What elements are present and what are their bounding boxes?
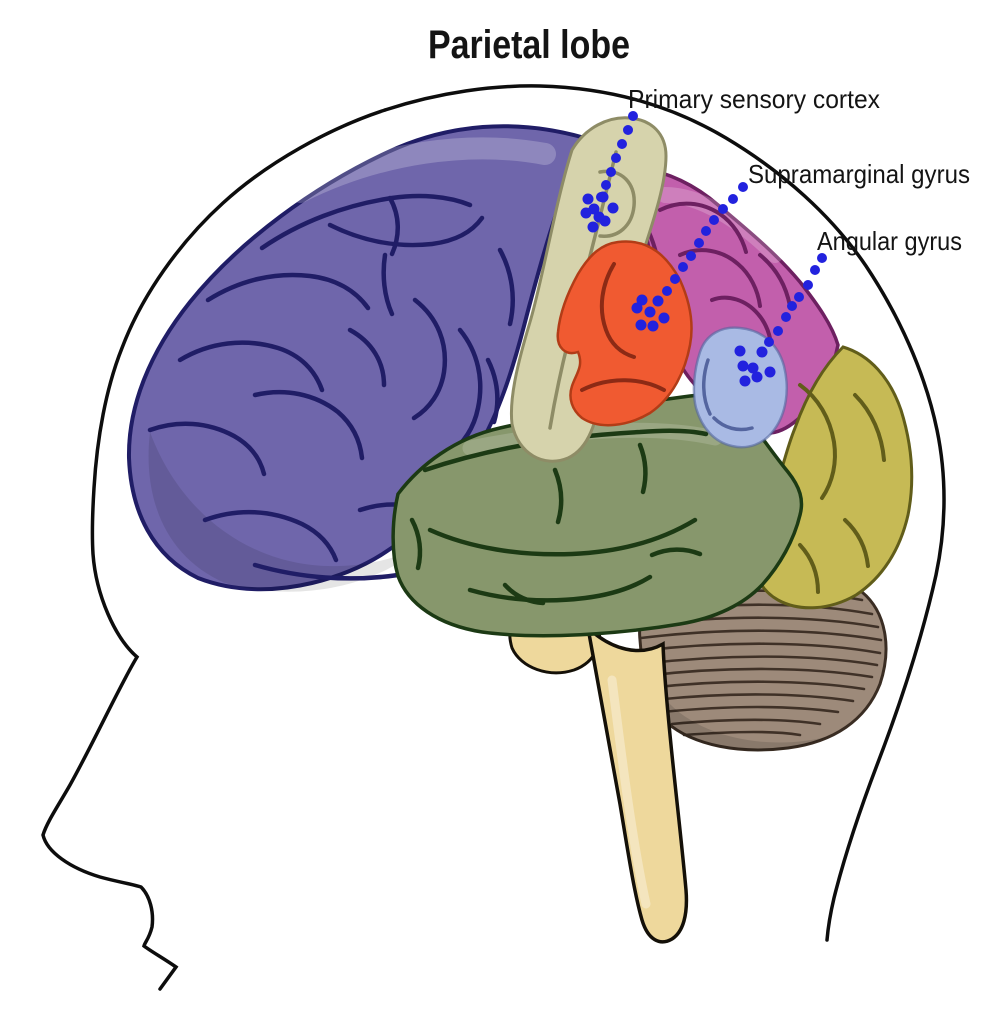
- frontal-lobe-shadow: [148, 432, 420, 592]
- occipital-lobe-region: [752, 345, 914, 610]
- head-outline-face: [41, 108, 387, 991]
- brainstem-region: [508, 592, 689, 944]
- supramarginal-gyrus-region: [556, 240, 693, 427]
- angular-gyrus-region: [692, 326, 788, 449]
- frontal-lobe-highlight: [289, 137, 556, 203]
- page-title: Parietal lobe: [428, 23, 630, 67]
- angular-gyrus-leader-dots: [734, 253, 827, 387]
- spinal-cord-shape: [585, 623, 689, 944]
- supramarginal-sulci: [580, 262, 666, 392]
- frontal-lobe-shape: [126, 124, 588, 592]
- supramarginal-gyrus-label: Supramarginal gyrus: [748, 159, 970, 189]
- parietal-lobe-region: [637, 166, 840, 435]
- angular-sulci: [702, 358, 754, 432]
- cerebellum-shadow: [665, 700, 830, 751]
- supramarginal-gyrus-leader-dots: [631, 182, 748, 332]
- temporal-sulci: [409, 428, 709, 606]
- angular-gyrus-label: Angular gyrus: [817, 226, 962, 256]
- primary-sensory-cortex-label: Primary sensory cortex: [628, 84, 880, 114]
- leader-dots: [580, 111, 827, 387]
- head-outline: [41, 84, 946, 991]
- angular-gyrus-shape: [692, 326, 788, 449]
- temporal-lobe-region: [391, 393, 804, 638]
- supramarginal-gyrus-shape: [556, 240, 693, 427]
- head-outline-right: [383, 84, 946, 942]
- brainstem-highlight: [607, 675, 651, 909]
- primary-sensory-cortex-leader-dots: [580, 111, 638, 233]
